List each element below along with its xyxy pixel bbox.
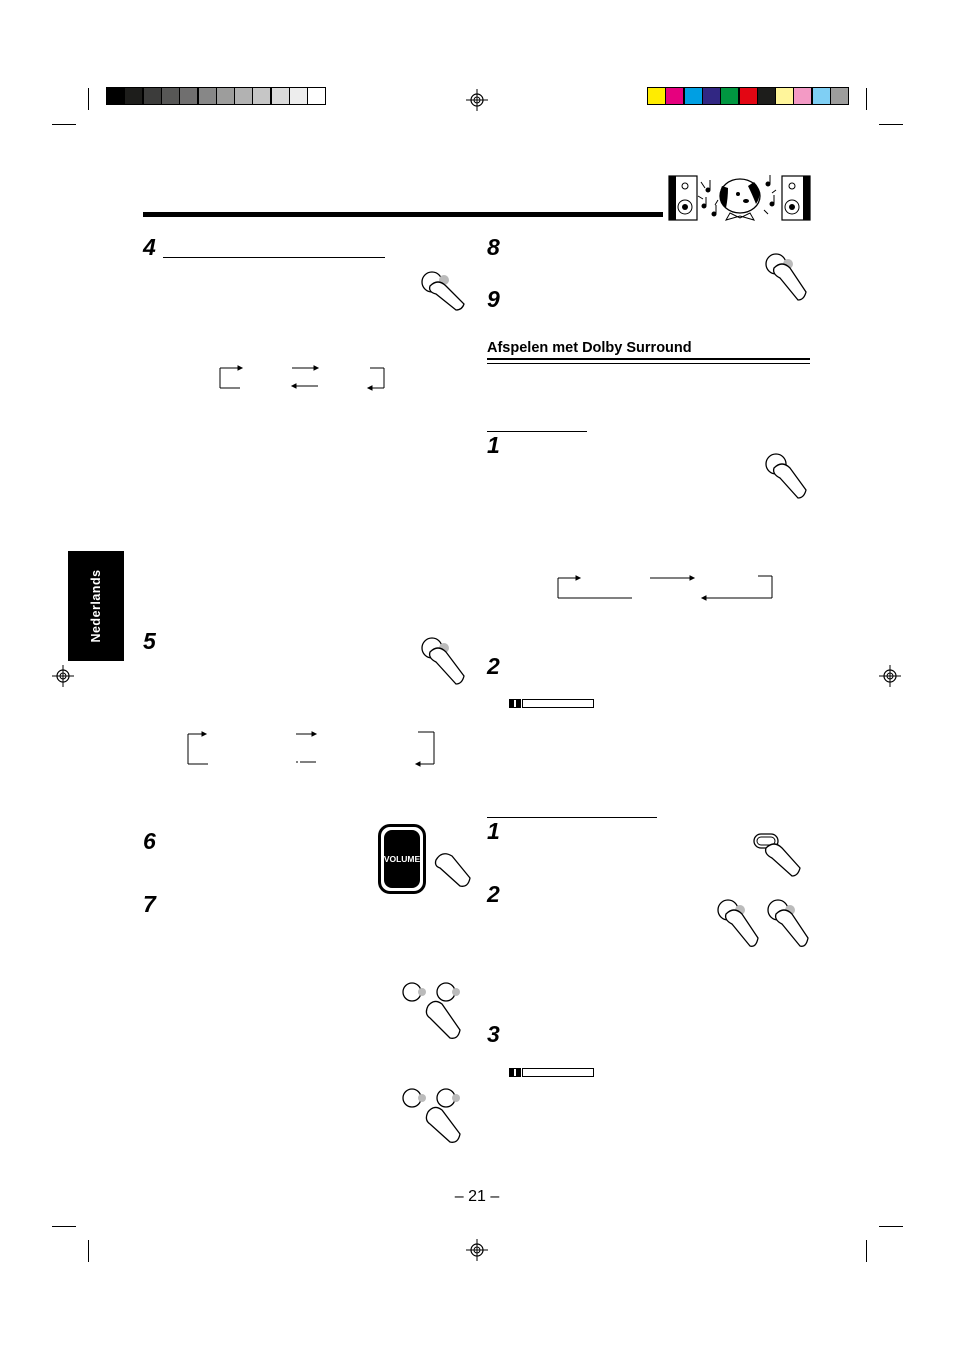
step-number: 2 [487,653,500,679]
gray-swatch [124,87,144,105]
crop-mark [52,124,76,125]
press-two-buttons-icon [717,899,809,947]
step-number: 8 [487,234,500,260]
color-swatch [756,87,776,105]
registration-mark-right [879,665,901,687]
step-number: 2 [487,881,500,907]
crop-mark [866,88,867,110]
color-swatch [738,87,758,105]
step-number: 9 [487,286,500,312]
color-swatch [793,87,813,105]
color-swatch [830,87,849,105]
mascot-speakers-illustration [668,175,811,221]
color-swatch [647,87,666,105]
color-swatch [775,87,795,105]
step-number: 1 [487,818,500,844]
finger-icon [434,853,471,887]
crop-mark [879,124,903,125]
step-number: 7 [143,891,156,917]
step-number: 4 [143,234,156,260]
gray-swatch [179,87,199,105]
gray-swatch [197,87,217,105]
subheading-underline [487,431,587,432]
press-button-icon [753,833,801,877]
press-two-buttons-icon [402,1088,461,1143]
step-number: 1 [487,432,500,458]
volume-knob: VOLUME [378,824,426,894]
registration-mark-left [52,665,74,687]
press-two-buttons-icon [402,982,461,1039]
step-number: 6 [143,828,156,854]
section-title: Afspelen met Dolby Surround [487,340,692,356]
language-tab: Nederlands [68,551,124,661]
crop-mark [88,1240,89,1262]
gray-swatch [106,87,125,105]
color-swatch [665,87,685,105]
step-number: 3 [487,1021,500,1047]
gray-swatch [160,87,180,105]
crop-mark [88,88,89,110]
step-number: 5 [143,628,156,654]
gray-swatch [289,87,308,105]
page-number: – 21 – [454,1188,500,1205]
gray-swatch [307,87,327,105]
crop-mark [52,1226,76,1227]
volume-knob-label: VOLUME [383,854,421,864]
crop-mark [879,1226,903,1227]
registration-mark-bottom [466,1239,488,1261]
section-rule [487,363,810,364]
display-indicator [509,699,594,708]
gray-swatch [215,87,235,105]
gray-swatch [142,87,162,105]
press-button-icon [765,253,807,301]
gray-swatch [234,87,254,105]
gray-swatch [252,87,272,105]
gray-swatch [270,87,290,105]
subheading-underline [487,817,657,818]
press-button-icon [421,637,465,685]
display-indicator [509,1068,594,1077]
cycle-diagram [557,575,773,601]
language-tab-label: Nederlands [89,569,103,643]
section-rule [487,358,810,360]
color-swatch [683,87,703,105]
press-button-icon [421,271,465,311]
color-swatch [701,87,721,105]
registration-mark-top [466,89,488,111]
press-button-icon [765,453,807,499]
cycle-diagram [219,365,385,391]
header-rule [143,212,663,217]
step-heading-underline [163,257,385,258]
color-swatch [720,87,740,105]
cycle-diagram [187,731,435,767]
color-swatch [811,87,831,105]
crop-mark [866,1240,867,1262]
